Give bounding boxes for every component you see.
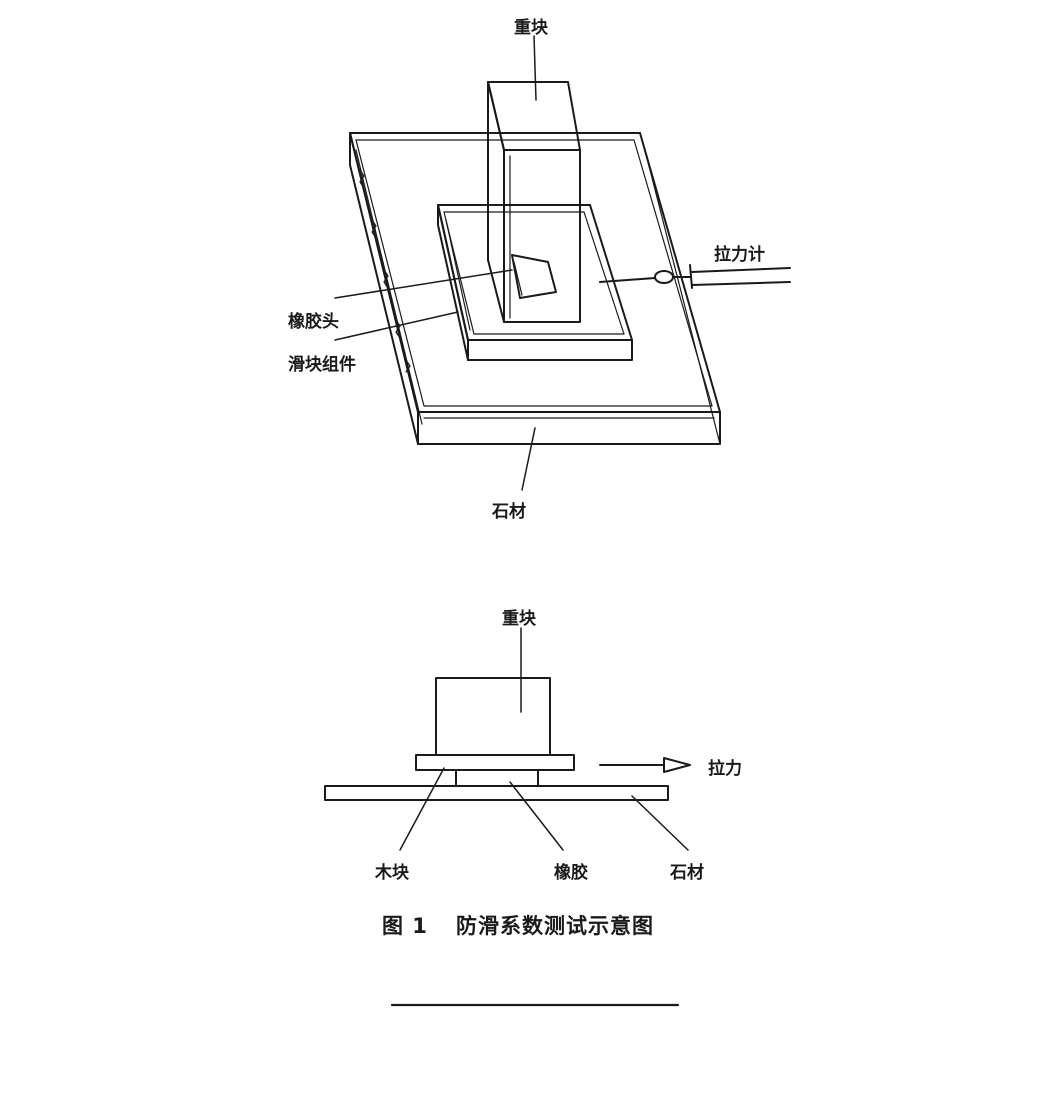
stone-slab-3d	[349, 132, 721, 445]
label-wood-block: 木块	[375, 863, 409, 883]
label-weight-side: 重块	[502, 609, 536, 629]
figure-title: 防滑系数测试示意图	[456, 914, 654, 938]
label-stone-3d: 石材	[492, 502, 526, 522]
leader-wood	[399, 767, 445, 851]
weight-block-3d	[487, 81, 581, 323]
wood-block-side	[415, 754, 575, 771]
rubber-side	[455, 769, 539, 787]
label-rubber: 橡胶	[554, 863, 588, 883]
leader-weight-3d	[533, 35, 537, 101]
figure-number: 图 1	[382, 914, 428, 938]
label-weight-3d: 重块	[514, 18, 548, 38]
label-pulling-force: 拉力	[708, 759, 742, 779]
label-stone-side: 石材	[670, 863, 704, 883]
rubber-head-3d	[511, 254, 557, 299]
slider-assembly-3d	[437, 204, 633, 361]
leader-rubber-head	[334, 269, 513, 299]
weight-block-side	[435, 677, 551, 756]
label-rubber-head: 橡胶头	[288, 312, 339, 332]
leader-rubber	[509, 781, 564, 851]
leader-stone-side	[631, 795, 689, 851]
label-force-gauge: 拉力计	[714, 245, 765, 265]
label-slider-assembly: 滑块组件	[288, 355, 356, 375]
side-view	[324, 627, 691, 851]
force-arrow-icon	[599, 757, 691, 773]
leader-stone-3d	[521, 427, 536, 491]
stone-slab-side	[324, 785, 669, 801]
force-gauge-icon	[599, 264, 791, 289]
leader-slider	[334, 311, 459, 341]
